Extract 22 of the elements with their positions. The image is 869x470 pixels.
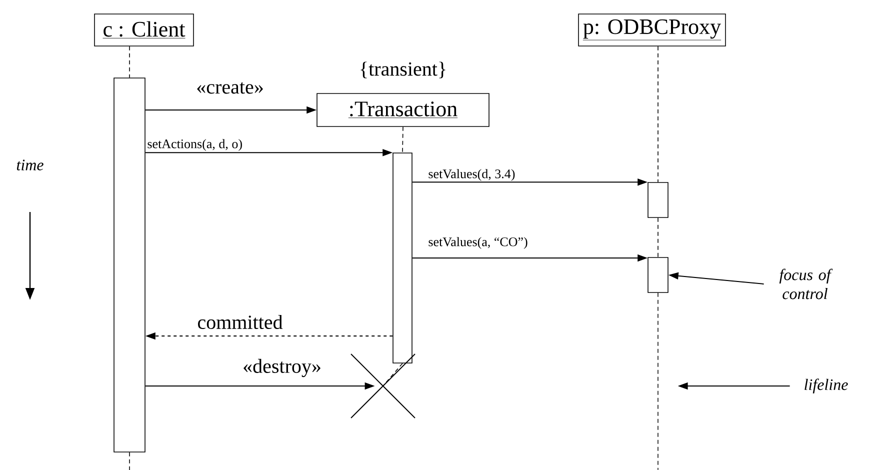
annotation-text: lifeline: [804, 378, 848, 394]
lifeline: [382, 363, 403, 386]
object-box: :Transaction: [316, 93, 490, 127]
message-label: setActions(a, d, o): [148, 139, 242, 151]
object-box: p: ODBCProxy: [578, 14, 726, 46]
lifeline: [402, 126, 404, 153]
message-label: setValues(d, 3.4): [428, 169, 515, 181]
activation-bar: [114, 78, 146, 452]
activation-box: [648, 182, 668, 218]
object-box: c : Client: [94, 14, 194, 46]
lifeline: [129, 452, 130, 470]
message-label: «create»: [197, 82, 263, 94]
axis-label: time: [16, 160, 44, 170]
activation-bar: [392, 152, 412, 364]
message-label: committed: [198, 314, 283, 330]
message-label: setValues(a, “CO”): [428, 237, 528, 249]
message-label: «destroy»: [244, 358, 320, 378]
annotation-text: focus of control: [779, 268, 833, 300]
lifeline: [129, 46, 130, 78]
activation-box: [648, 257, 668, 293]
destroy-mark: [350, 354, 416, 418]
stereotype-label: {transient}: [360, 62, 446, 78]
